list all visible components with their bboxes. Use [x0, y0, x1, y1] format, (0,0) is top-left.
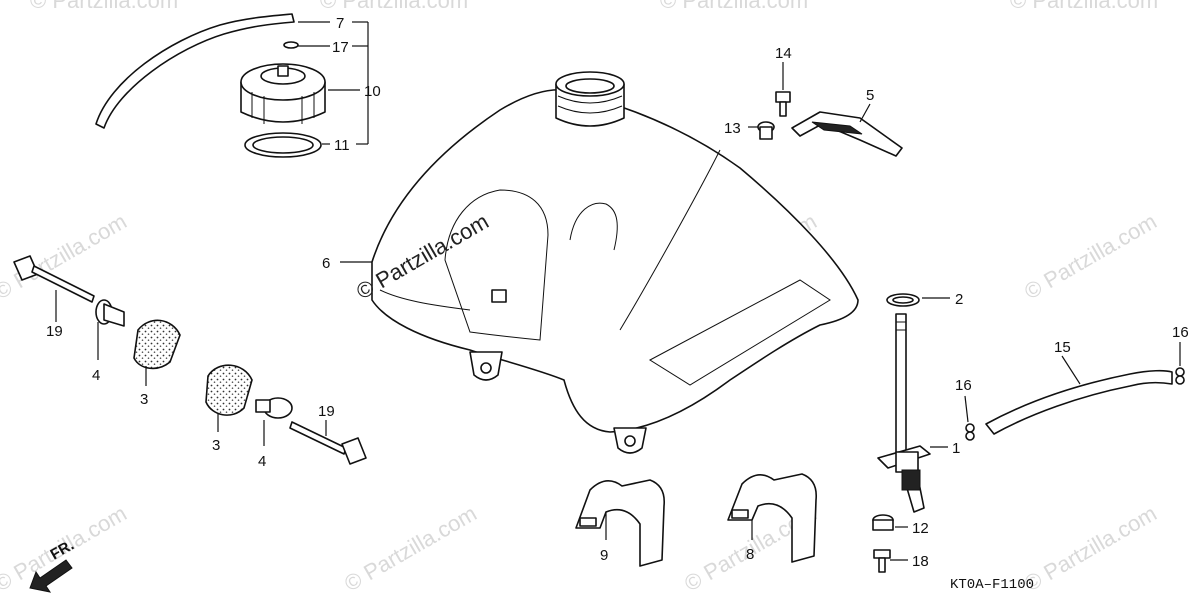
tank-bracket — [791, 111, 903, 157]
collar-washer-left — [95, 299, 125, 327]
watermark: © Partzilla.com — [30, 0, 178, 13]
arrow-left-icon — [29, 559, 73, 593]
callout-16: 16 — [1172, 324, 1189, 341]
watermark: © Partzilla.com — [1010, 0, 1158, 13]
callout-12: 12 — [912, 520, 929, 537]
callout-15: 15 — [1054, 339, 1071, 356]
callout-17: 17 — [332, 39, 349, 56]
rubber-cushion-right — [205, 364, 253, 416]
bracket-collar — [757, 121, 775, 140]
fuel-hose — [985, 369, 1173, 435]
callout-2: 2 — [955, 291, 963, 308]
valve-nut — [872, 514, 894, 531]
callout-10: 10 — [364, 83, 381, 100]
fuel-valve — [877, 313, 931, 513]
callout-13: 13 — [724, 120, 741, 137]
breather-hose — [95, 13, 295, 129]
tank-band-right — [727, 473, 818, 563]
callout-16: 16 — [955, 377, 972, 394]
petcock-o-ring — [886, 293, 920, 307]
watermark: © Partzilla.com — [1020, 501, 1161, 597]
tank-band-left — [575, 479, 666, 567]
callout-5: 5 — [866, 87, 874, 104]
callout-8: 8 — [746, 546, 754, 563]
callout-7: 7 — [336, 15, 344, 32]
callout-9: 9 — [600, 547, 608, 564]
leader-lines — [55, 21, 1181, 561]
fuel-tank — [371, 71, 859, 454]
callout-labels: 7 17 10 11 6 14 13 5 2 1 15 16 16 12 18 … — [46, 15, 1189, 570]
bracket-bolt — [775, 91, 791, 117]
watermark: © Partzilla.com — [340, 501, 481, 597]
fuel-cap — [240, 63, 326, 124]
callout-19: 19 — [46, 323, 63, 340]
watermark: © Partzilla.com — [1020, 209, 1161, 305]
callout-18: 18 — [912, 553, 929, 570]
watermark: © Partzilla.com — [660, 0, 808, 13]
callout-3: 3 — [212, 437, 220, 454]
drawing-code: KT0A–F1100 — [950, 577, 1034, 593]
callout-4: 4 — [258, 453, 266, 470]
callout-1: 1 — [952, 440, 960, 457]
mount-bolt-left — [13, 255, 95, 303]
callout-19: 19 — [318, 403, 335, 420]
rubber-cushion-left — [133, 319, 181, 370]
callout-4: 4 — [92, 367, 100, 384]
collar-washer-right — [255, 397, 293, 419]
callout-11: 11 — [334, 137, 350, 154]
hose-clip-right — [1175, 367, 1185, 385]
mount-bolt-right — [289, 421, 367, 465]
watermark: © Partzilla.com — [0, 209, 131, 305]
hose-clip-left — [965, 423, 975, 441]
valve-screw — [873, 549, 891, 573]
callout-3: 3 — [140, 391, 148, 408]
callout-14: 14 — [775, 45, 792, 62]
clip-ring — [283, 41, 299, 49]
callout-6: 6 — [322, 255, 330, 272]
cap-gasket — [244, 132, 322, 158]
watermark: © Partzilla.com — [320, 0, 468, 13]
